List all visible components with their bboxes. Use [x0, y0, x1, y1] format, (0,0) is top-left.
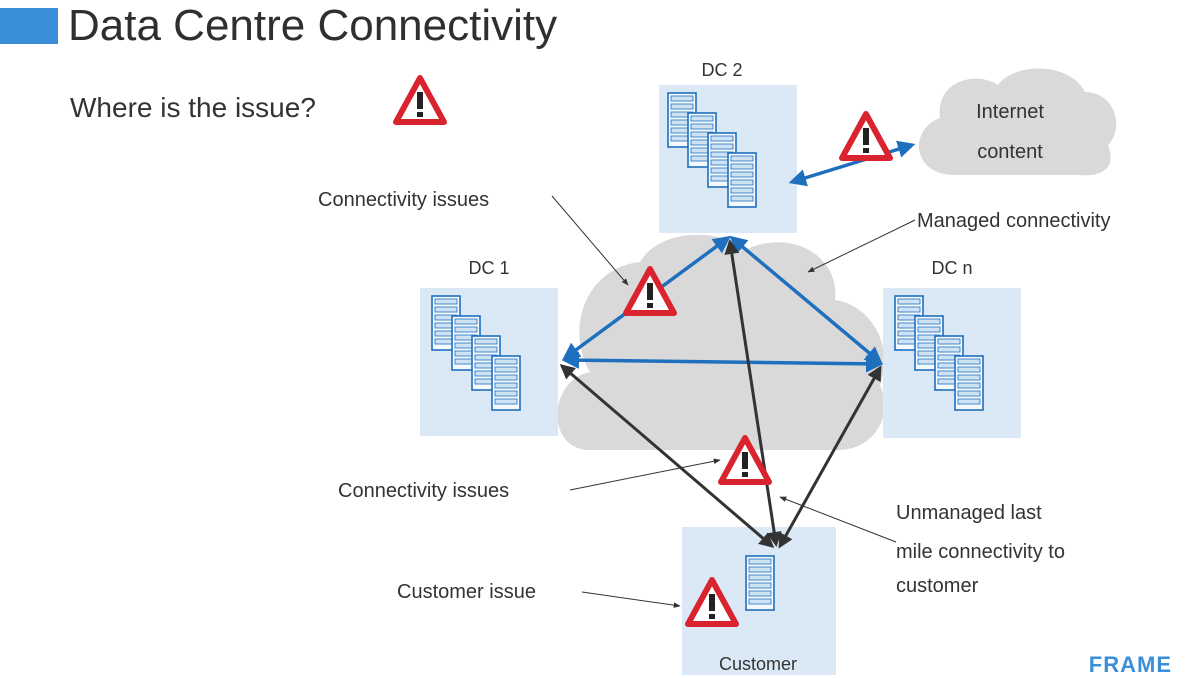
- server-rack-icon: [745, 555, 775, 611]
- managed-connectivity-label: Managed connectivity: [917, 210, 1110, 232]
- pointer-customer-issue: [581, 591, 681, 608]
- managed-network-cloud-icon: [557, 234, 885, 451]
- frame-logo: FRAME: [1088, 652, 1172, 677]
- title-accent-bar: [0, 8, 58, 44]
- dc1-label: DC 1: [468, 258, 509, 278]
- internet-cloud-icon: [918, 68, 1117, 176]
- internet-label-line1: Internet: [976, 101, 1044, 123]
- connectivity-issues-bottom-label: Connectivity issues: [338, 480, 509, 502]
- link-customer-dc2: [724, 239, 782, 547]
- link-customer-dcn: [778, 365, 882, 549]
- subtitle: Where is the issue?: [70, 92, 316, 123]
- internet-label-line2: content: [977, 141, 1043, 163]
- pointer-connectivity-top: [551, 195, 629, 286]
- link-dc1-dcn: [561, 351, 884, 373]
- connectivity-issues-top-label: Connectivity issues: [318, 189, 489, 211]
- dc1-box: [420, 288, 558, 436]
- annotation-pointers: [551, 195, 916, 608]
- dc2-box: [659, 85, 797, 233]
- link-dc2-internet: [788, 140, 916, 187]
- unmanaged-links: [559, 239, 882, 549]
- dc2-label: DC 2: [701, 60, 742, 80]
- pointer-managed: [807, 219, 916, 273]
- page-title: Data Centre Connectivity: [68, 1, 558, 50]
- warning-triangle-icon: [396, 78, 444, 122]
- customer-issue-label: Customer issue: [397, 581, 536, 603]
- dcn-label: DC n: [931, 258, 972, 278]
- pointer-connectivity-bottom: [569, 458, 721, 491]
- unmanaged-label-line1: Unmanaged last: [896, 502, 1042, 524]
- unmanaged-label-line2: mile connectivity to: [896, 541, 1065, 563]
- dcn-box: [883, 288, 1021, 438]
- customer-label: Customer: [719, 654, 797, 674]
- unmanaged-label-line3: customer: [896, 575, 979, 597]
- warning-triangle-icon: [842, 114, 890, 158]
- pointer-unmanaged: [779, 496, 897, 543]
